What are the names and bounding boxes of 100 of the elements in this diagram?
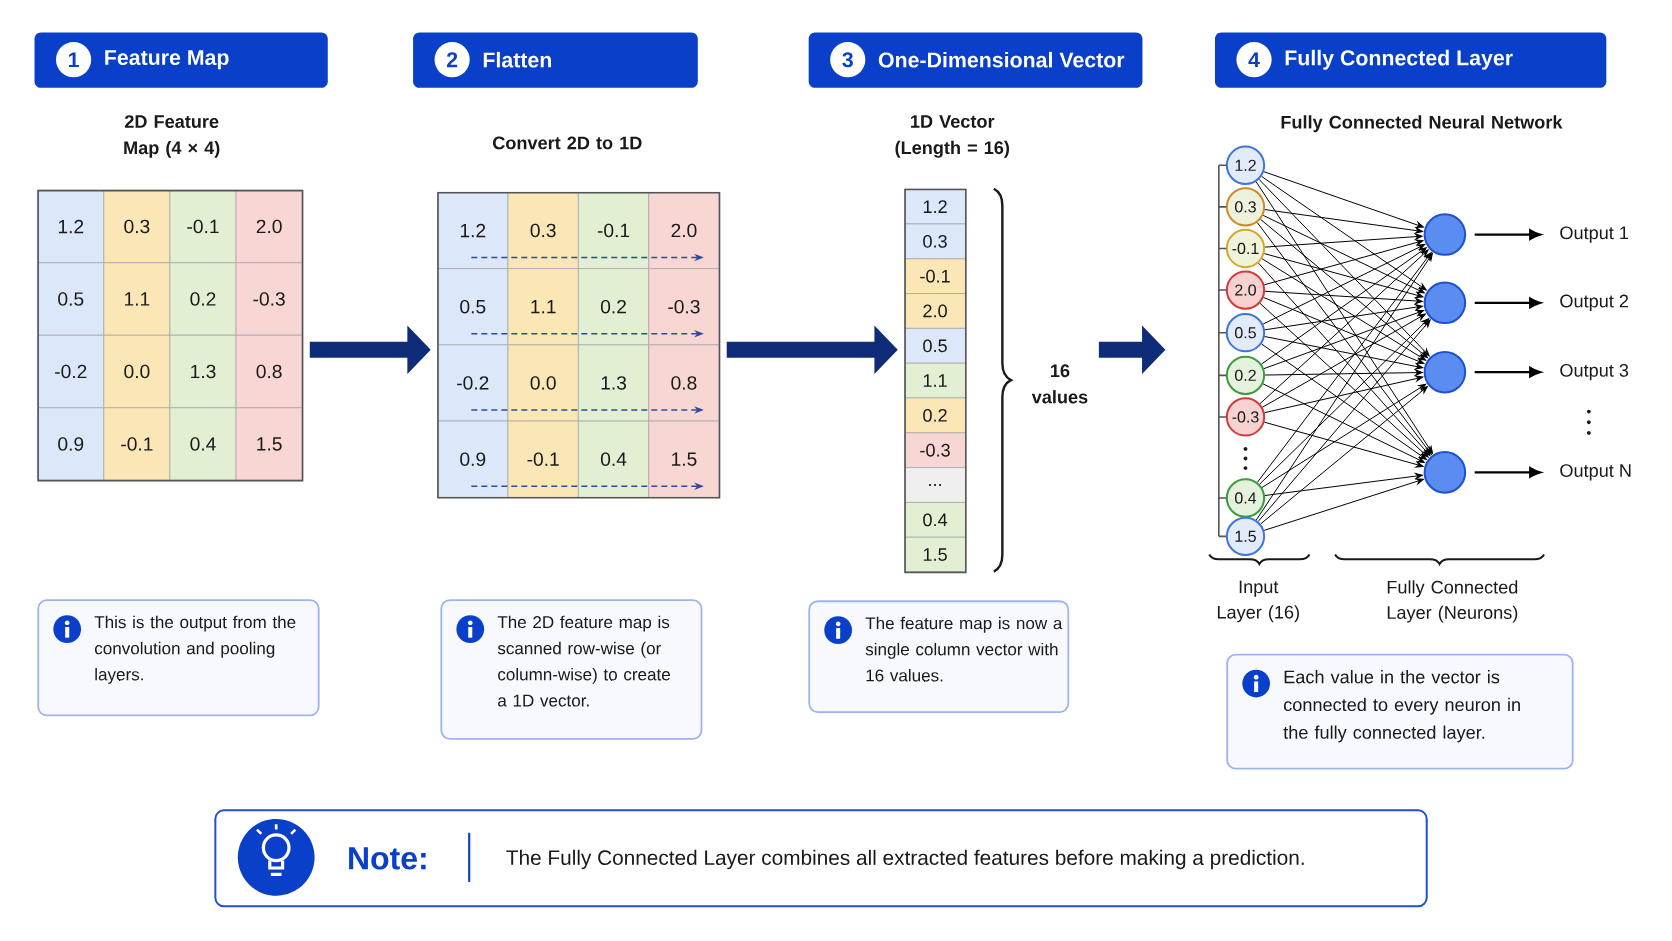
info-box — [1226, 653, 1574, 770]
vector-cell: -0.1 — [904, 258, 966, 295]
output-label: Output N — [1560, 464, 1631, 481]
output-neuron — [1423, 281, 1467, 325]
grid-cell: 1.1 — [507, 268, 579, 346]
info-text: This is the output from the convolution and pooling layers. — [94, 615, 296, 685]
connection-arrow — [1264, 291, 1423, 305]
connection-arrow — [1264, 304, 1423, 331]
input-neuron: 0.3 — [1225, 187, 1266, 227]
connection-arrow — [1263, 478, 1424, 532]
step-title: One-Dimensional Vector — [878, 52, 1125, 68]
grid-cell: 0.9 — [437, 420, 509, 498]
info-box — [808, 600, 1070, 714]
vector-cell: 1.1 — [904, 363, 966, 399]
grid-cell: -0.2 — [37, 335, 105, 409]
info-text: The 2D feature map is scanned row-wise (or column-wise) to create a 1D vector. — [497, 615, 670, 707]
input-neuron: 2.0 — [1225, 270, 1266, 310]
connection-arrow — [1259, 318, 1430, 485]
step-title: Fully Connected Layer — [1285, 50, 1513, 70]
connection-arrow — [1262, 244, 1426, 325]
grid-cell: -0.1 — [169, 190, 237, 264]
connection-arrow — [1263, 171, 1424, 229]
vector-cell: 0.2 — [904, 397, 966, 434]
grid-cell: -0.1 — [507, 420, 579, 498]
grid-cell: 0.4 — [169, 407, 237, 481]
grid-cell: 0.5 — [37, 262, 105, 336]
input-neuron: 0.5 — [1225, 313, 1266, 353]
grid-heading: 2D Feature Map (4 × 4) — [124, 115, 220, 159]
output-arrow — [1474, 297, 1541, 309]
output-neuron — [1423, 451, 1467, 494]
info-box — [440, 599, 703, 740]
connection-arrow — [1263, 253, 1424, 299]
grid-cell: 0.8 — [235, 335, 303, 409]
vector-cell: 2.0 — [904, 293, 966, 329]
grid-cell: 1.3 — [577, 344, 650, 422]
connection-arrow — [1255, 181, 1434, 455]
brace-label: 16 values — [1031, 364, 1088, 404]
grid-cell: -0.3 — [235, 262, 303, 336]
step-title: Feature Map — [105, 50, 229, 70]
input-neuron: -0.1 — [1225, 229, 1266, 269]
vector-cell: -0.3 — [904, 432, 966, 469]
vector-cell: 0.3 — [904, 223, 966, 260]
connection-arrow — [1261, 176, 1427, 291]
vector-cell: 0.5 — [904, 328, 966, 364]
output-arrow — [1474, 367, 1541, 378]
input-neuron: 1.2 — [1225, 145, 1266, 186]
connection-arrow — [1262, 383, 1426, 464]
connection-arrow — [1261, 384, 1427, 489]
grid-cell: 1.2 — [37, 190, 105, 264]
grid-cell: 0.9 — [37, 407, 105, 481]
connection-arrow — [1263, 297, 1425, 365]
network-title: Fully Connected Neural Network — [1281, 115, 1563, 133]
step-number: 2 — [434, 42, 470, 78]
connection-arrow — [1264, 336, 1424, 370]
grid-cell: -0.1 — [577, 192, 650, 270]
connection-arrow — [1264, 473, 1423, 497]
input-neuron: 1.5 — [1225, 516, 1266, 557]
connection-arrow — [1260, 386, 1428, 525]
vector-cell: 0.4 — [904, 502, 966, 538]
grid-cell: 2.0 — [648, 192, 720, 270]
step-title: Flatten — [483, 52, 551, 68]
vector-cell: 1.5 — [904, 537, 966, 573]
connection-arrow — [1264, 375, 1424, 414]
output-label: Output 3 — [1560, 364, 1629, 381]
grid-cell: 0.2 — [169, 262, 237, 336]
step-number: 3 — [830, 42, 866, 78]
connection-arrow — [1263, 310, 1425, 370]
input-neuron: 0.4 — [1225, 478, 1266, 518]
grid-cell: 0.3 — [507, 192, 579, 270]
connection-arrow — [1258, 262, 1431, 457]
connection-arrow — [1256, 222, 1432, 456]
grid-cell: 0.5 — [437, 268, 509, 346]
grid-cell: -0.1 — [103, 407, 171, 481]
output-neuron — [1423, 213, 1467, 257]
connection-arrow — [1263, 421, 1424, 468]
grid-cell: 0.3 — [103, 190, 171, 264]
connection-arrow — [1256, 252, 1432, 484]
note-text: The Fully Connected Layer combines all extracted features before making a prediction. — [506, 850, 1304, 870]
info-box — [37, 599, 320, 717]
connection-arrow — [1261, 343, 1427, 461]
grid-heading: 1D Vector (Length = 16) — [895, 115, 1009, 159]
step-banner — [1214, 32, 1607, 89]
grid-heading: Convert 2D to 1D — [493, 136, 642, 150]
grid-cell: 1.5 — [648, 420, 720, 498]
connection-arrow — [1264, 233, 1423, 248]
info-text: The feature map is now a single column vector with 16 values. — [865, 617, 1063, 682]
output-label: Output 1 — [1560, 226, 1629, 244]
step-banner — [34, 32, 328, 89]
connection-arrow — [1260, 219, 1428, 359]
connection-arrow — [1263, 239, 1424, 286]
grid-cell: 0.2 — [577, 268, 650, 346]
info-text: Each value in the vector is connected to every neuron in the fully connected layer. — [1283, 670, 1520, 743]
input-neuron: -0.3 — [1225, 397, 1266, 437]
step-banner — [808, 32, 1143, 89]
grid-cell: 1.2 — [437, 192, 509, 270]
grid-cell: 1.5 — [235, 407, 303, 481]
grid-cell: -0.3 — [648, 268, 720, 346]
grid-cell: 2.0 — [235, 190, 303, 264]
input-neuron: 0.2 — [1225, 355, 1266, 396]
connection-arrow — [1258, 179, 1430, 357]
